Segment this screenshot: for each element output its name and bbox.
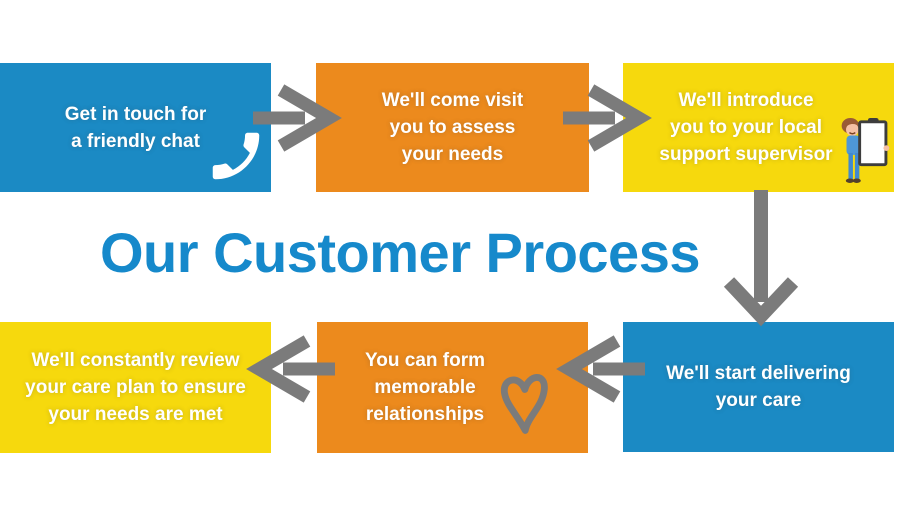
step-2-text: We'll come visit you to assess your need… <box>382 87 523 168</box>
shoe <box>852 178 861 183</box>
text-line: support supervisor <box>659 144 833 165</box>
leg <box>848 152 853 180</box>
step-1-box: Get in touch for a friendly chat <box>0 63 271 192</box>
text-line: We'll come visit <box>381 90 524 111</box>
clipboard <box>858 120 888 167</box>
text-line: You can form <box>365 350 485 371</box>
supervisor-character <box>841 117 890 183</box>
text-line: your care plan to ensure <box>25 377 246 398</box>
step-6-box: We'll constantly review your care plan t… <box>0 322 271 453</box>
step-2-box: We'll come visit you to assess your need… <box>316 63 589 192</box>
heart-icon <box>501 374 548 434</box>
torso <box>846 135 861 155</box>
leg <box>854 152 860 180</box>
text-line: you to your local <box>669 117 823 138</box>
step-4-box: We'll start delivering your care <box>623 322 894 452</box>
step-5-box: You can form memorable relationships <box>317 322 588 453</box>
text-line: memorable <box>374 377 476 398</box>
step-4-text: We'll start delivering your care <box>666 360 851 414</box>
step-3-text: We'll introduce you to your local suppor… <box>659 87 832 168</box>
text-line: We'll constantly review <box>31 350 240 371</box>
shoe <box>845 178 855 183</box>
text-line: your needs <box>401 144 504 165</box>
text-line: you to assess <box>389 117 516 138</box>
hand <box>883 145 890 152</box>
step-5-text: You can form memorable relationships <box>365 347 485 428</box>
page-title: Our Customer Process <box>100 220 700 284</box>
text-line: your care <box>715 390 802 411</box>
text-line: your needs are met <box>48 404 223 425</box>
phone-icon <box>212 132 260 180</box>
text-line: relationships <box>365 404 485 425</box>
face <box>846 123 859 136</box>
text-line: We'll introduce <box>678 90 814 111</box>
text-line: Get in touch for <box>64 103 207 125</box>
step-1-text: Get in touch for a friendly chat <box>65 101 206 155</box>
smile <box>848 131 856 135</box>
text-line: We'll start delivering <box>666 363 851 384</box>
text-line: a friendly chat <box>71 130 200 152</box>
step-6-text: We'll constantly review your care plan t… <box>25 347 246 428</box>
step-3-box: We'll introduce you to your local suppor… <box>623 63 894 192</box>
